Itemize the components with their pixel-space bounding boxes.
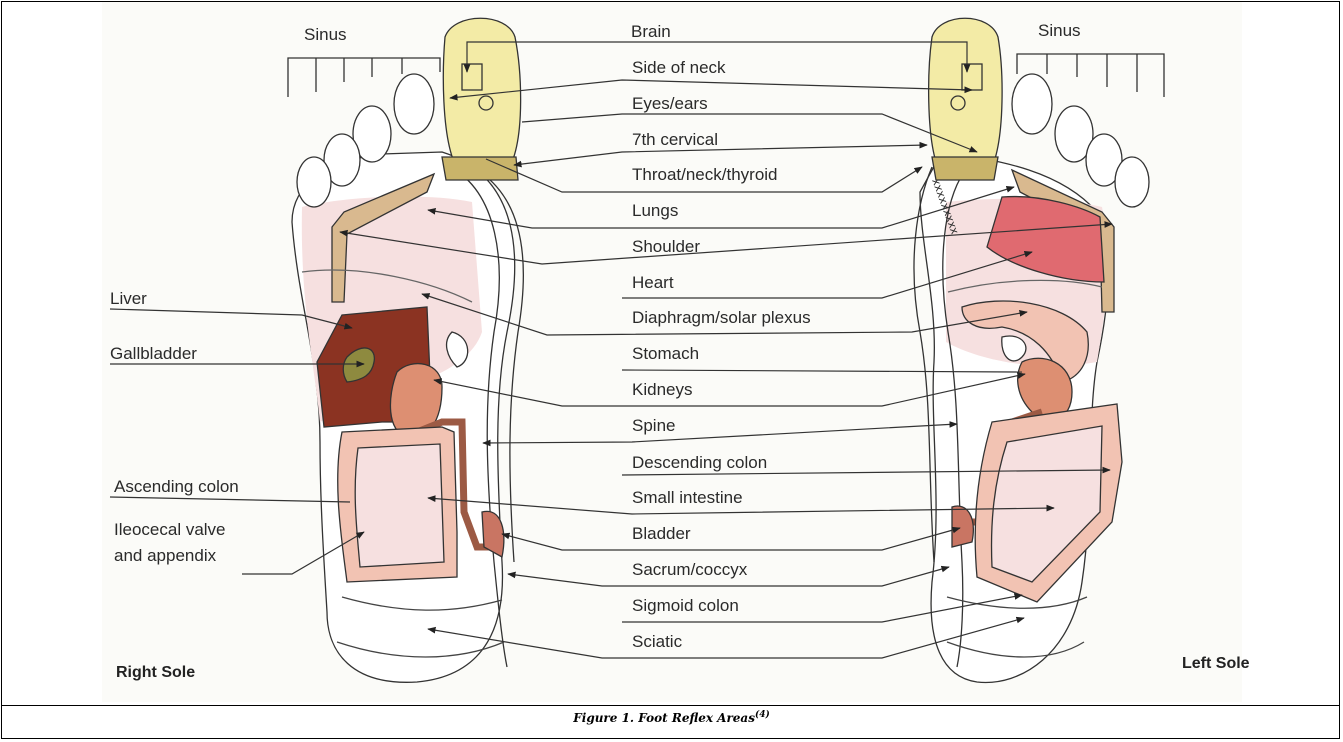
label-lungs: Lungs	[632, 201, 678, 220]
label-side-of-neck: Side of neck	[632, 58, 726, 77]
label-sinus-right-sole: Sinus	[304, 25, 347, 44]
label-stomach: Stomach	[632, 344, 699, 363]
caption-text: Figure 1. Foot Reflex Areas	[573, 711, 755, 725]
label-gallbladder: Gallbladder	[110, 344, 197, 363]
label-sigmoid-colon: Sigmoid colon	[632, 596, 739, 615]
label-shoulder: Shoulder	[632, 237, 700, 256]
label-sacrum-coccyx: Sacrum/coccyx	[632, 560, 748, 579]
label-spine: Spine	[632, 416, 675, 435]
label-throat: Throat/neck/thyroid	[632, 165, 778, 184]
foot-reflex-diagram: xxxxxxxxx	[2, 2, 1340, 704]
label-diaphragm: Diaphragm/solar plexus	[632, 308, 811, 327]
label-sinus-left-sole: Sinus	[1038, 21, 1081, 40]
label-left-sole: Left Sole	[1182, 655, 1250, 672]
label-7th-cervical: 7th cervical	[632, 130, 718, 149]
label-descending-colon: Descending colon	[632, 453, 767, 472]
caption-reference: (4)	[755, 710, 770, 720]
label-eyes-ears: Eyes/ears	[632, 94, 708, 113]
label-ileocecal-valve: Ileocecal valve	[114, 520, 226, 539]
label-right-sole: Right Sole	[116, 664, 195, 681]
label-brain: Brain	[631, 22, 671, 41]
figure-caption: Figure 1. Foot Reflex Areas(4)	[0, 710, 1343, 725]
label-bladder: Bladder	[632, 524, 691, 543]
label-liver: Liver	[110, 289, 147, 308]
label-small-intestine: Small intestine	[632, 488, 743, 507]
caption-divider	[1, 705, 1340, 706]
label-kidneys: Kidneys	[632, 380, 692, 399]
label-ascending-colon: Ascending colon	[114, 477, 239, 496]
label-sciatic: Sciatic	[632, 632, 683, 651]
label-and-appendix: and appendix	[114, 546, 217, 565]
label-heart: Heart	[632, 273, 674, 292]
